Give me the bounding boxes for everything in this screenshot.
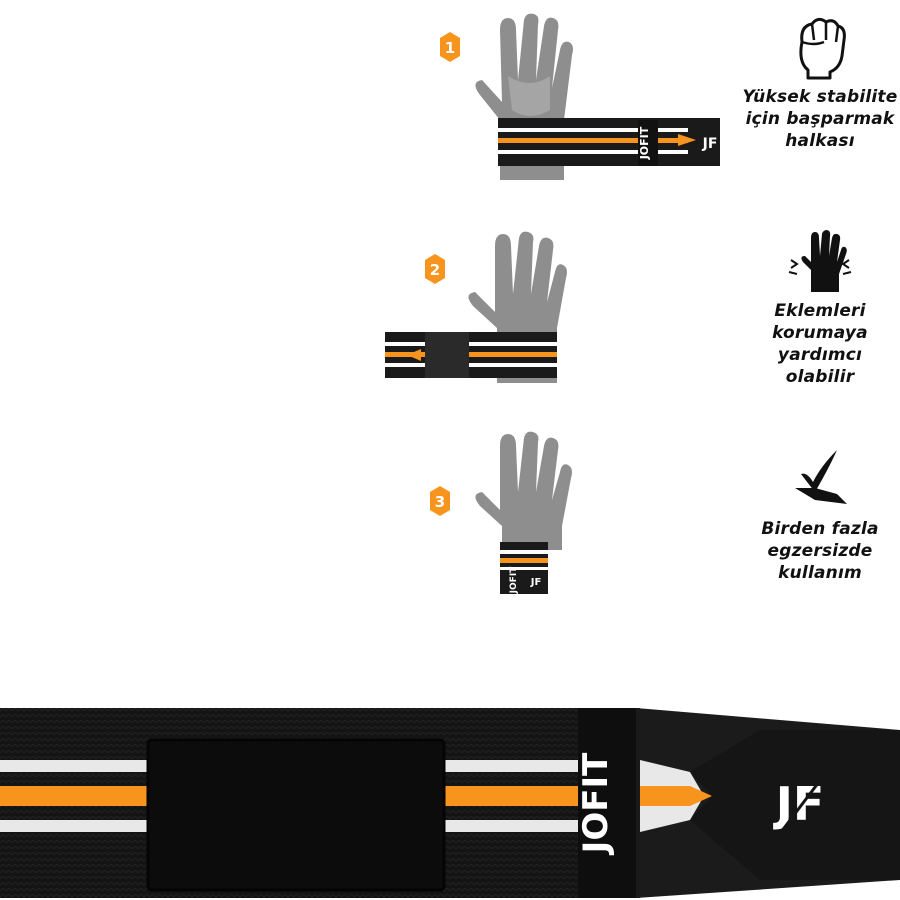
feature-line: korumaya (772, 323, 868, 343)
feature-joint-protection: Eklemleri korumaya yardımcı olabilir (710, 228, 900, 388)
step-2: 2 (385, 228, 585, 388)
glove-hand-icon (475, 431, 572, 550)
wrist-strap: JOFIT JF (500, 542, 548, 594)
svg-text:JF: JF (702, 136, 718, 152)
feature-line: Eklemleri (774, 301, 866, 321)
svg-text:JOFIT: JOFIT (509, 566, 519, 594)
step-3: 3 JOFIT JF (420, 430, 580, 600)
hand-joint-icon (788, 230, 852, 292)
fist-icon (799, 17, 846, 80)
wrist-strap: JOFIT JF (498, 118, 720, 166)
svg-text:3: 3 (435, 493, 445, 511)
feature-line: Yüksek stabilite (742, 87, 898, 107)
step-badge: 1 (440, 32, 460, 62)
svg-text:JOFIT: JOFIT (638, 126, 651, 160)
feature-multi-exercise: Birden fazla egzersizde kullanım (710, 448, 900, 584)
feature-line: egzersizde (767, 541, 873, 561)
feature-line: kullanım (778, 563, 862, 583)
wrist-strap (385, 332, 557, 378)
velcro-patch (146, 738, 446, 892)
svg-text:JF: JF (530, 577, 542, 588)
feature-thumb-loop: Yüksek stabilite için başparmak halkası (710, 12, 900, 152)
svg-text:2: 2 (430, 261, 440, 279)
step-badge: 3 (430, 486, 450, 516)
brand-label: JOFIT (576, 752, 616, 855)
step-1: 1 JOFIT JF (420, 10, 740, 185)
step-badge: 2 (425, 254, 445, 284)
feature-line: için başparmak (745, 109, 895, 129)
product-strap-image: JOFIT JF (0, 690, 900, 900)
svg-text:1: 1 (445, 39, 455, 57)
feature-line: halkası (785, 131, 855, 151)
feature-line: olabilir (785, 367, 855, 387)
feature-line: yardımcı (777, 345, 863, 365)
feature-line: Birden fazla (761, 519, 879, 539)
check-icon (795, 450, 847, 504)
